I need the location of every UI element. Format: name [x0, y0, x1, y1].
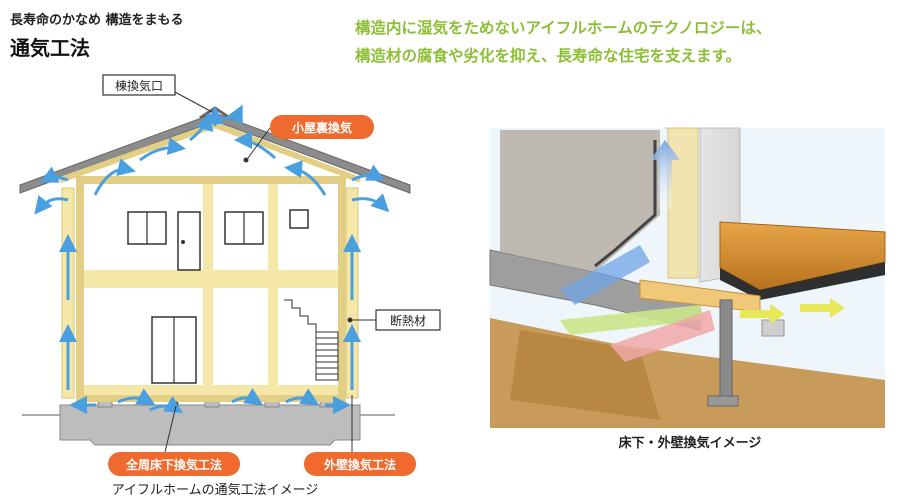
window-upper-middle	[224, 211, 264, 245]
underfloor-arrow	[740, 304, 785, 324]
door-upper	[177, 211, 201, 271]
airflow-band-blue	[560, 245, 650, 305]
airflow-arrow	[34, 195, 69, 215]
airflow-arrow	[221, 104, 243, 125]
page-title: 通気工法	[10, 36, 90, 60]
insulation-label-box	[375, 309, 441, 331]
column-center	[203, 184, 213, 394]
floor-insulation	[720, 262, 885, 300]
foundation	[59, 404, 361, 446]
column-right-lower	[268, 288, 278, 394]
post-base	[707, 395, 739, 407]
ridge-vent-label-box	[102, 74, 176, 96]
airflow-arrow	[139, 137, 186, 162]
airflow-arrow	[284, 160, 327, 196]
wall-edge	[594, 140, 657, 268]
underfloor-leader	[164, 405, 177, 453]
ridge-vent-leader	[174, 91, 213, 113]
window-upper-left	[127, 211, 167, 245]
attic-vent-label-box	[270, 115, 374, 139]
detail-diagram-caption: 床下・外壁換気イメージ	[619, 435, 762, 451]
support-block	[761, 319, 785, 337]
tagline: 長寿命のかなめ 構造をまもる	[10, 13, 184, 28]
detail-diagram: 床下・外壁換気イメージ	[489, 127, 886, 451]
attic-vent-leader	[247, 127, 271, 159]
airflow-arrow	[285, 388, 320, 405]
attic-pointer-dot	[243, 157, 249, 163]
intro-text: 構造内に湿気をためないアイフルホームのテクノロジーは、 構造材の腐食や劣化を抑え…	[355, 14, 895, 70]
airflow-arrow	[234, 131, 277, 160]
airflow-arrow	[351, 164, 386, 182]
airflow-band-pink	[610, 310, 715, 362]
underfloor-pointer-dot	[173, 401, 179, 407]
up-airflow-arrow	[650, 140, 680, 210]
insulation-label: 断熱材	[390, 313, 426, 328]
airflow-arrow	[351, 193, 390, 213]
airflow-arrow	[39, 166, 69, 183]
airflow-arrow	[93, 158, 136, 196]
sliding-door-lower	[151, 316, 197, 384]
wall-vent-label-box	[304, 452, 416, 476]
airflow-arrow	[117, 388, 156, 405]
house-diagram: 棟換気口 小屋裏換気 断熱材 全周床下換気工法 外壁換気工法 アイフルホームの通…	[19, 74, 441, 498]
house-diagram-caption: アイフルホームの通気工法イメージ	[112, 482, 319, 498]
door-knob	[181, 240, 185, 244]
airflow-arrows	[34, 104, 390, 414]
intro-line-1: 構造内に湿気をためないアイフルホームのテクノロジーは、	[355, 19, 772, 37]
airflow-band-green	[560, 305, 705, 335]
airflow-arrow	[231, 388, 264, 406]
exterior-wall	[500, 130, 660, 272]
steel-post	[719, 299, 733, 401]
underfloor-arrow	[800, 298, 845, 318]
insulation-pointer-dot	[347, 317, 353, 323]
intro-line-2: 構造材の腐食や劣化を抑え、長寿命な住宅を支えます。	[355, 47, 741, 65]
underfloor-vent-label-box	[108, 452, 240, 476]
staircase	[284, 299, 339, 381]
wall-vent-label: 外壁換気工法	[324, 457, 396, 472]
ridge-vent-label: 棟換気口	[115, 78, 163, 93]
underfloor-vent-label: 全周床下換気工法	[125, 457, 222, 472]
window-upper-small	[289, 209, 309, 229]
ground-floor-beam	[84, 385, 338, 395]
attic-vent-label: 小屋裏換気	[292, 120, 352, 135]
column-right-upper	[268, 184, 278, 270]
